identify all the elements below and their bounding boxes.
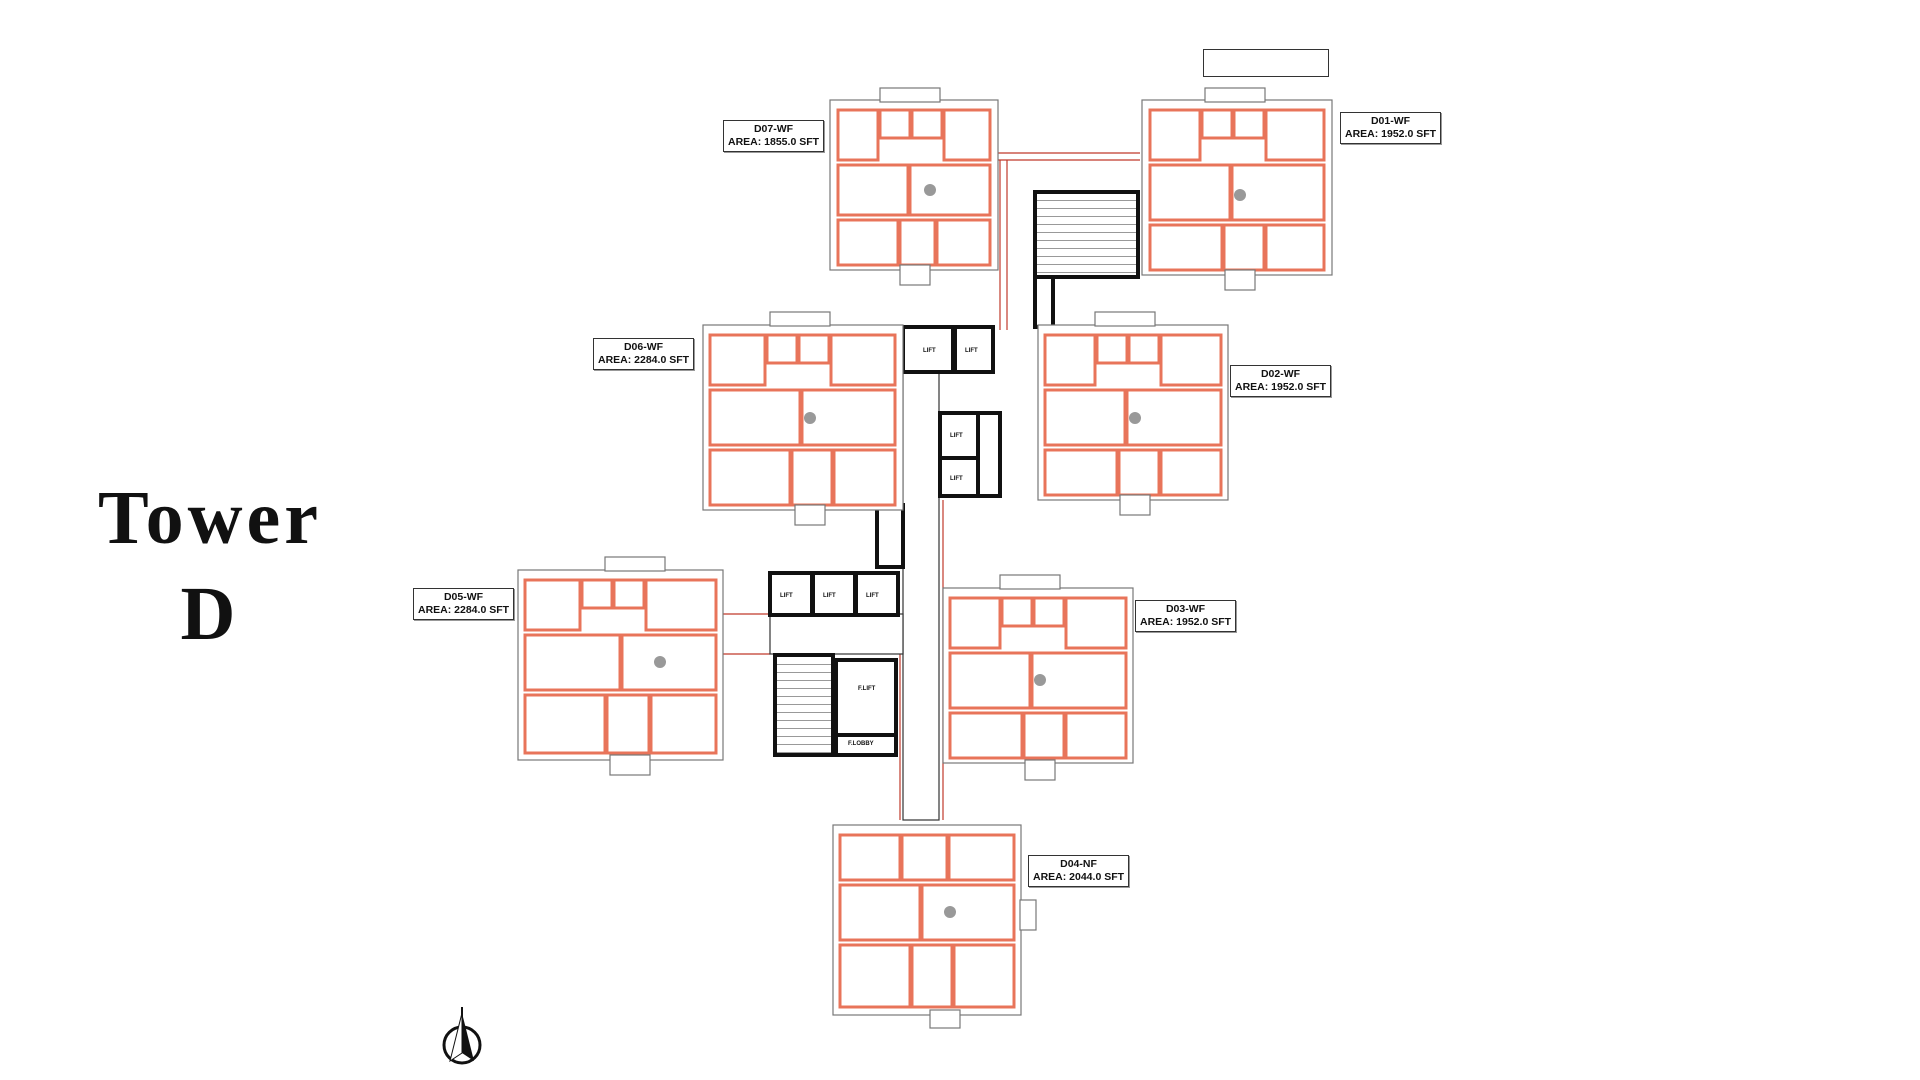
tower-title: Tower D — [60, 470, 360, 662]
unit-id: D02-WF — [1260, 368, 1301, 380]
tower-title-line1: Tower — [97, 476, 323, 560]
unit-area: AREA: 2044.0 SFT — [1033, 871, 1125, 883]
unit-plan-d07 — [829, 87, 999, 286]
north-arrow-icon — [442, 1007, 482, 1065]
unit-plan-d06 — [702, 311, 904, 526]
central-spine — [769, 329, 940, 821]
unit-plan-d01 — [1141, 87, 1333, 291]
unit-id: D05-WF — [443, 591, 484, 603]
unit-label-d01: D01-WF AREA: 1952.0 SFT — [1340, 112, 1442, 144]
lift-label-7: LIFT — [866, 593, 879, 599]
lift-label-6: LIFT — [823, 593, 836, 599]
unit-label-d04: D04-NF AREA: 2044.0 SFT — [1028, 855, 1130, 887]
unit-id: D03-WF — [1165, 603, 1206, 615]
unit-plan-d05 — [517, 556, 724, 776]
unit-plans — [517, 87, 1333, 1029]
lift-label-2: LIFT — [965, 348, 978, 354]
unit-area: AREA: 2284.0 SFT — [598, 354, 690, 366]
tower-title-line2: D — [180, 572, 240, 656]
fire-lift-label: F.LIFT — [858, 686, 876, 692]
fire-lobby-label: F.LOBBY — [848, 741, 874, 747]
lift-label-3: LIFT — [950, 433, 963, 439]
unit-plan-d04 — [832, 824, 1037, 1029]
unit-id: D01-WF — [1370, 115, 1411, 127]
unit-area: AREA: 1952.0 SFT — [1235, 381, 1327, 393]
lift-label-1: LIFT — [923, 348, 936, 354]
lift-label-4: LIFT — [950, 476, 963, 482]
unit-plan-d02 — [1037, 311, 1229, 516]
unit-area: AREA: 2284.0 SFT — [418, 604, 510, 616]
unit-area: AREA: 1952.0 SFT — [1345, 128, 1437, 140]
unit-label-d06: D06-WF AREA: 2284.0 SFT — [593, 338, 695, 370]
unit-id: D06-WF — [623, 341, 664, 353]
unit-label-d07: D07-WF AREA: 1855.0 SFT — [723, 120, 825, 152]
blank-label-box — [1203, 49, 1329, 77]
unit-area: AREA: 1855.0 SFT — [728, 136, 820, 148]
furniture-marks — [654, 184, 1246, 918]
unit-label-d02: D02-WF AREA: 1952.0 SFT — [1230, 365, 1332, 397]
unit-label-d05: D05-WF AREA: 2284.0 SFT — [413, 588, 515, 620]
unit-id: D04-NF — [1060, 858, 1097, 870]
unit-area: AREA: 1952.0 SFT — [1140, 616, 1232, 628]
building-cores — [768, 190, 1140, 757]
core-lift-labels: LIFT LIFT LIFT LIFT LIFT LIFT LIFT F.LIF… — [780, 348, 978, 747]
lift-label-5: LIFT — [780, 593, 793, 599]
unit-label-d03: D03-WF AREA: 1952.0 SFT — [1135, 600, 1237, 632]
unit-id: D07-WF — [753, 123, 794, 135]
